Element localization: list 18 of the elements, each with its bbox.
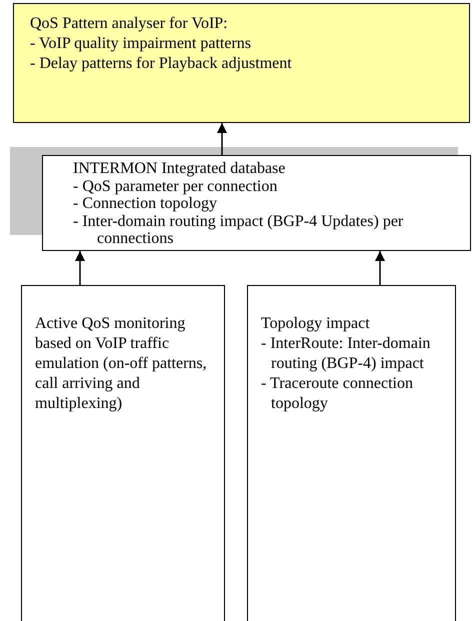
text-box xyxy=(13,3,470,123)
bullet-item: - Inter-domain routing impact (BGP-4 Updates) per connections xyxy=(73,212,404,248)
box-heading: INTERMON Integrated database xyxy=(73,160,286,178)
arrow xyxy=(217,123,227,155)
bullet-item: - VoIP quality impairment patterns xyxy=(30,34,252,54)
text-box xyxy=(21,285,225,621)
arrow xyxy=(75,251,85,285)
bullet-item: - InterRoute: Inter-domain routing (BGP-4) impact xyxy=(261,334,432,374)
bullet-item: - Traceroute connection topology xyxy=(261,374,414,414)
box-heading: Active QoS monitoring based on VoIP traffic emulation (on-off patterns, call arriving and multiplexing) xyxy=(35,314,208,414)
bullet-item: - QoS parameter per connection xyxy=(73,178,278,195)
box-heading: QoS Pattern analyser for VoIP: xyxy=(30,14,229,34)
bullet-item: - Connection topology xyxy=(73,195,218,212)
text-box xyxy=(247,285,456,621)
text-box xyxy=(42,155,471,251)
arrow xyxy=(375,251,385,285)
box-heading: Topology impact xyxy=(261,314,371,334)
bullet-item: - Delay patterns for Playback adjustment xyxy=(30,54,293,74)
